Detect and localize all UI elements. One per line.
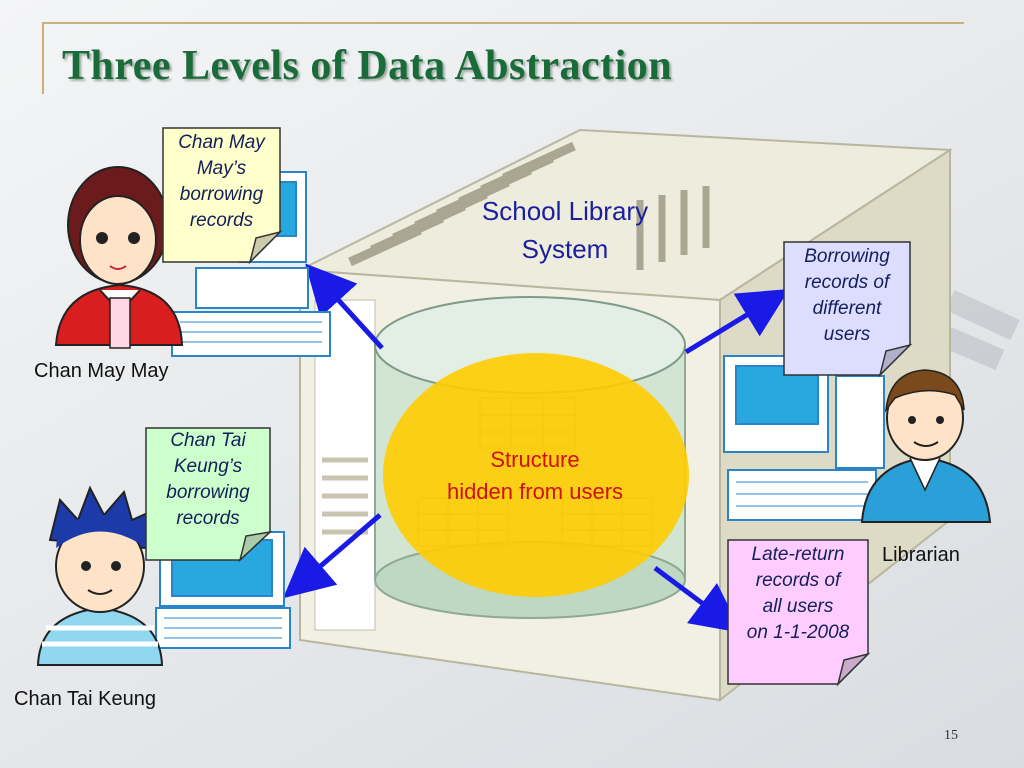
note-line: borrowing bbox=[179, 184, 264, 205]
note-line: records bbox=[189, 210, 254, 231]
note-line: Keung’s bbox=[173, 456, 243, 477]
structure-label: Structure hidden from users bbox=[400, 444, 670, 508]
system-label-line: School Library bbox=[481, 196, 649, 226]
girl-avatar bbox=[54, 166, 184, 349]
structure-ellipse bbox=[383, 353, 689, 597]
note-line: records of bbox=[804, 272, 890, 293]
note-line: Chan Tai bbox=[170, 430, 246, 451]
structure-label-line: hidden from users bbox=[446, 479, 624, 504]
title-rule-vertical bbox=[42, 22, 44, 94]
computer-right bbox=[723, 355, 885, 521]
note-may-may-records: Chan May May’s borrowing records bbox=[163, 130, 280, 234]
title-rule bbox=[42, 22, 964, 24]
note-line: borrowing bbox=[166, 482, 250, 503]
note-line: all users bbox=[762, 596, 834, 617]
note-line: users bbox=[823, 324, 871, 345]
slide-title: Three Levels of Data Abstraction bbox=[62, 43, 673, 89]
boy-avatar bbox=[36, 485, 164, 666]
note-shapes bbox=[145, 127, 913, 687]
note-line: records bbox=[176, 508, 240, 529]
caption-chan-may-may: Chan May May bbox=[34, 360, 169, 382]
caption-chan-tai-keung: Chan Tai Keung bbox=[14, 688, 156, 710]
system-label-line: System bbox=[521, 234, 609, 264]
librarian-avatar bbox=[860, 369, 992, 523]
note-line: different bbox=[812, 298, 882, 319]
note-late-return-records: Late-return records of all users on 1-1-… bbox=[728, 542, 868, 646]
structure-label-line: Structure bbox=[490, 447, 580, 472]
note-line: records of bbox=[755, 570, 841, 591]
note-line: Chan May bbox=[178, 132, 265, 153]
caption-librarian: Librarian bbox=[882, 544, 960, 566]
note-borrowing-records: Borrowing records of different users bbox=[784, 244, 910, 348]
system-label: School Library System bbox=[440, 192, 690, 268]
note-line: May’s bbox=[196, 158, 247, 179]
note-tai-keung-records: Chan Tai Keung’s borrowing records bbox=[146, 428, 270, 532]
page-number: 15 bbox=[944, 728, 958, 743]
note-line: on 1-1-2008 bbox=[746, 622, 850, 643]
note-line: Borrowing bbox=[804, 246, 890, 267]
data-flow-arrows bbox=[283, 263, 790, 633]
note-line: Late-return bbox=[751, 544, 845, 565]
